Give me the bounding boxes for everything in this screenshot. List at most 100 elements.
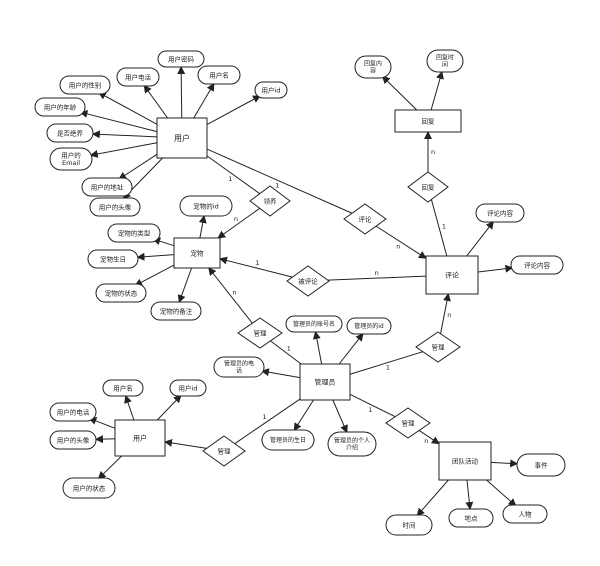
attribute-shape [49,402,97,422]
relationship-shape [286,265,330,297]
attribute-replycontent: 回复内容 [354,55,392,79]
entity-label: 评论 [445,271,459,280]
edge-user-top-to-addr [118,153,158,180]
cardinality-label: 1 [368,406,372,414]
edge-admin-to-adminbday [293,399,314,432]
edge-reply-to-replytime [430,70,444,111]
attribute-shape [34,97,86,117]
relationship-manage-pet: 管理 [237,317,283,349]
cardinality-label: 1 [228,175,232,183]
attribute-label: 用户的头像 [57,435,90,444]
attribute-replytime: 回复时间 [426,49,464,73]
entity-team: 团队活动 [438,441,492,481]
attribute-shape [510,255,564,275]
edge-admin-to-manage-comment [349,351,424,375]
cardinality-label: 1 [442,222,446,230]
relationship-label: 评论 [359,214,373,223]
relationship-manage-comment: 管理 [415,331,461,363]
attribute-uid: 用户id [254,81,288,99]
attribute-petbday: 宠物生日 [87,249,139,269]
relationship-label: 管理 [402,418,416,427]
attribute-label: 用户名 [209,70,229,79]
edge-user-top-to-email [89,142,158,158]
attribute-phone: 用户电话 [116,67,160,87]
attribute-shape [49,147,93,171]
attribute-label: 管理员的账号名 [293,320,335,328]
attribute-label: 用户的性别 [69,80,102,89]
entity-pet: 宠物 [173,237,221,269]
attribute-cc1: 评论内容 [475,203,525,223]
attribute-shape [62,477,116,499]
attribute-shape [169,379,207,397]
attribute-adminid: 管理员的id [346,317,392,335]
attribute-time: 时间 [385,514,433,536]
relationship-manage-user: 管理 [202,435,246,467]
attribute-adminphone: 管理员的电话 [213,356,265,378]
attribute-pettype: 宠物的类型 [107,223,161,243]
edge-user-bot-to-u2avatar [94,435,116,444]
edge-team-to-event [490,459,519,468]
attribute-shape [502,504,548,524]
relationship-shape [415,331,461,363]
attribute-label: 用户id [262,85,281,94]
edge-user-top-to-commentrel [206,148,353,214]
attribute-shape [448,508,494,528]
relationship-manage-team: 管理 [385,407,431,439]
edge-user-bot-to-u2id [156,394,182,421]
relationship-label: 回复 [422,182,436,191]
attribute-u2phone: 用户的电话 [49,402,97,422]
attribute-shape [327,431,377,457]
attribute-shape [197,65,241,85]
attribute-label: 回复内容 [364,60,382,75]
relationship-adopt: 领养 [249,185,291,217]
entity-label: 宠物 [191,248,205,257]
attribute-label: 用户密码 [168,54,195,63]
edge-commented-to-pet [219,256,293,278]
connector-layer [79,66,519,517]
attribute-label: 宠物的备注 [160,306,193,315]
edge-team-to-time [416,479,449,517]
attribute-shape [46,123,94,143]
attribute-place: 地点 [448,508,494,528]
attribute-shape [150,301,202,321]
cardinality-label: 1 [275,182,279,190]
attribute-uname: 用户名 [197,65,241,85]
attribute-shape [385,514,433,536]
attribute-label: 用户的状态 [73,483,106,492]
edge-user-top-to-uid [206,95,262,125]
relationship-commentrel: 评论 [343,203,387,235]
attribute-label: 评论内容 [487,208,514,217]
attribute-label: 管理员的电话 [224,360,254,375]
attribute-shape [426,49,464,73]
edge-user-bot-to-u2name [124,394,135,421]
attribute-label: 用户的头像 [99,202,132,211]
relationship-label: 管理 [254,328,268,337]
edge-admin-to-manage-team [349,393,396,418]
attribute-u2state: 用户的状态 [62,477,116,499]
attribute-label: 评论内容 [524,260,551,269]
attribute-label: 用户电话 [125,72,152,81]
attribute-shape [89,197,141,217]
attribute-shape [516,453,566,477]
attribute-neuter: 是否绝养 [46,123,94,143]
entity-shape [173,237,221,269]
entity-shape [425,255,479,295]
attribute-label: 宠物的状态 [105,288,138,297]
edge-pet-to-petstate [134,264,175,287]
attribute-label: 用户的年龄 [44,102,77,111]
attribute-adminbday: 管理员的生日 [261,429,315,451]
edge-user-top-to-gender [97,92,158,125]
relationship-shape [407,171,449,203]
attribute-label: 管理员的id [354,322,384,330]
edge-user-top-to-pwd [177,66,186,119]
edge-admin-to-adminid [338,332,364,365]
entity-label: 用户 [174,133,190,143]
attribute-label: 管理员的个人介绍 [334,437,370,452]
attribute-u2name: 用户名 [102,379,144,397]
cardinality-label: n [396,242,400,250]
attribute-adminacct: 管理员的账号名 [285,315,343,333]
attribute-shape [49,430,97,450]
